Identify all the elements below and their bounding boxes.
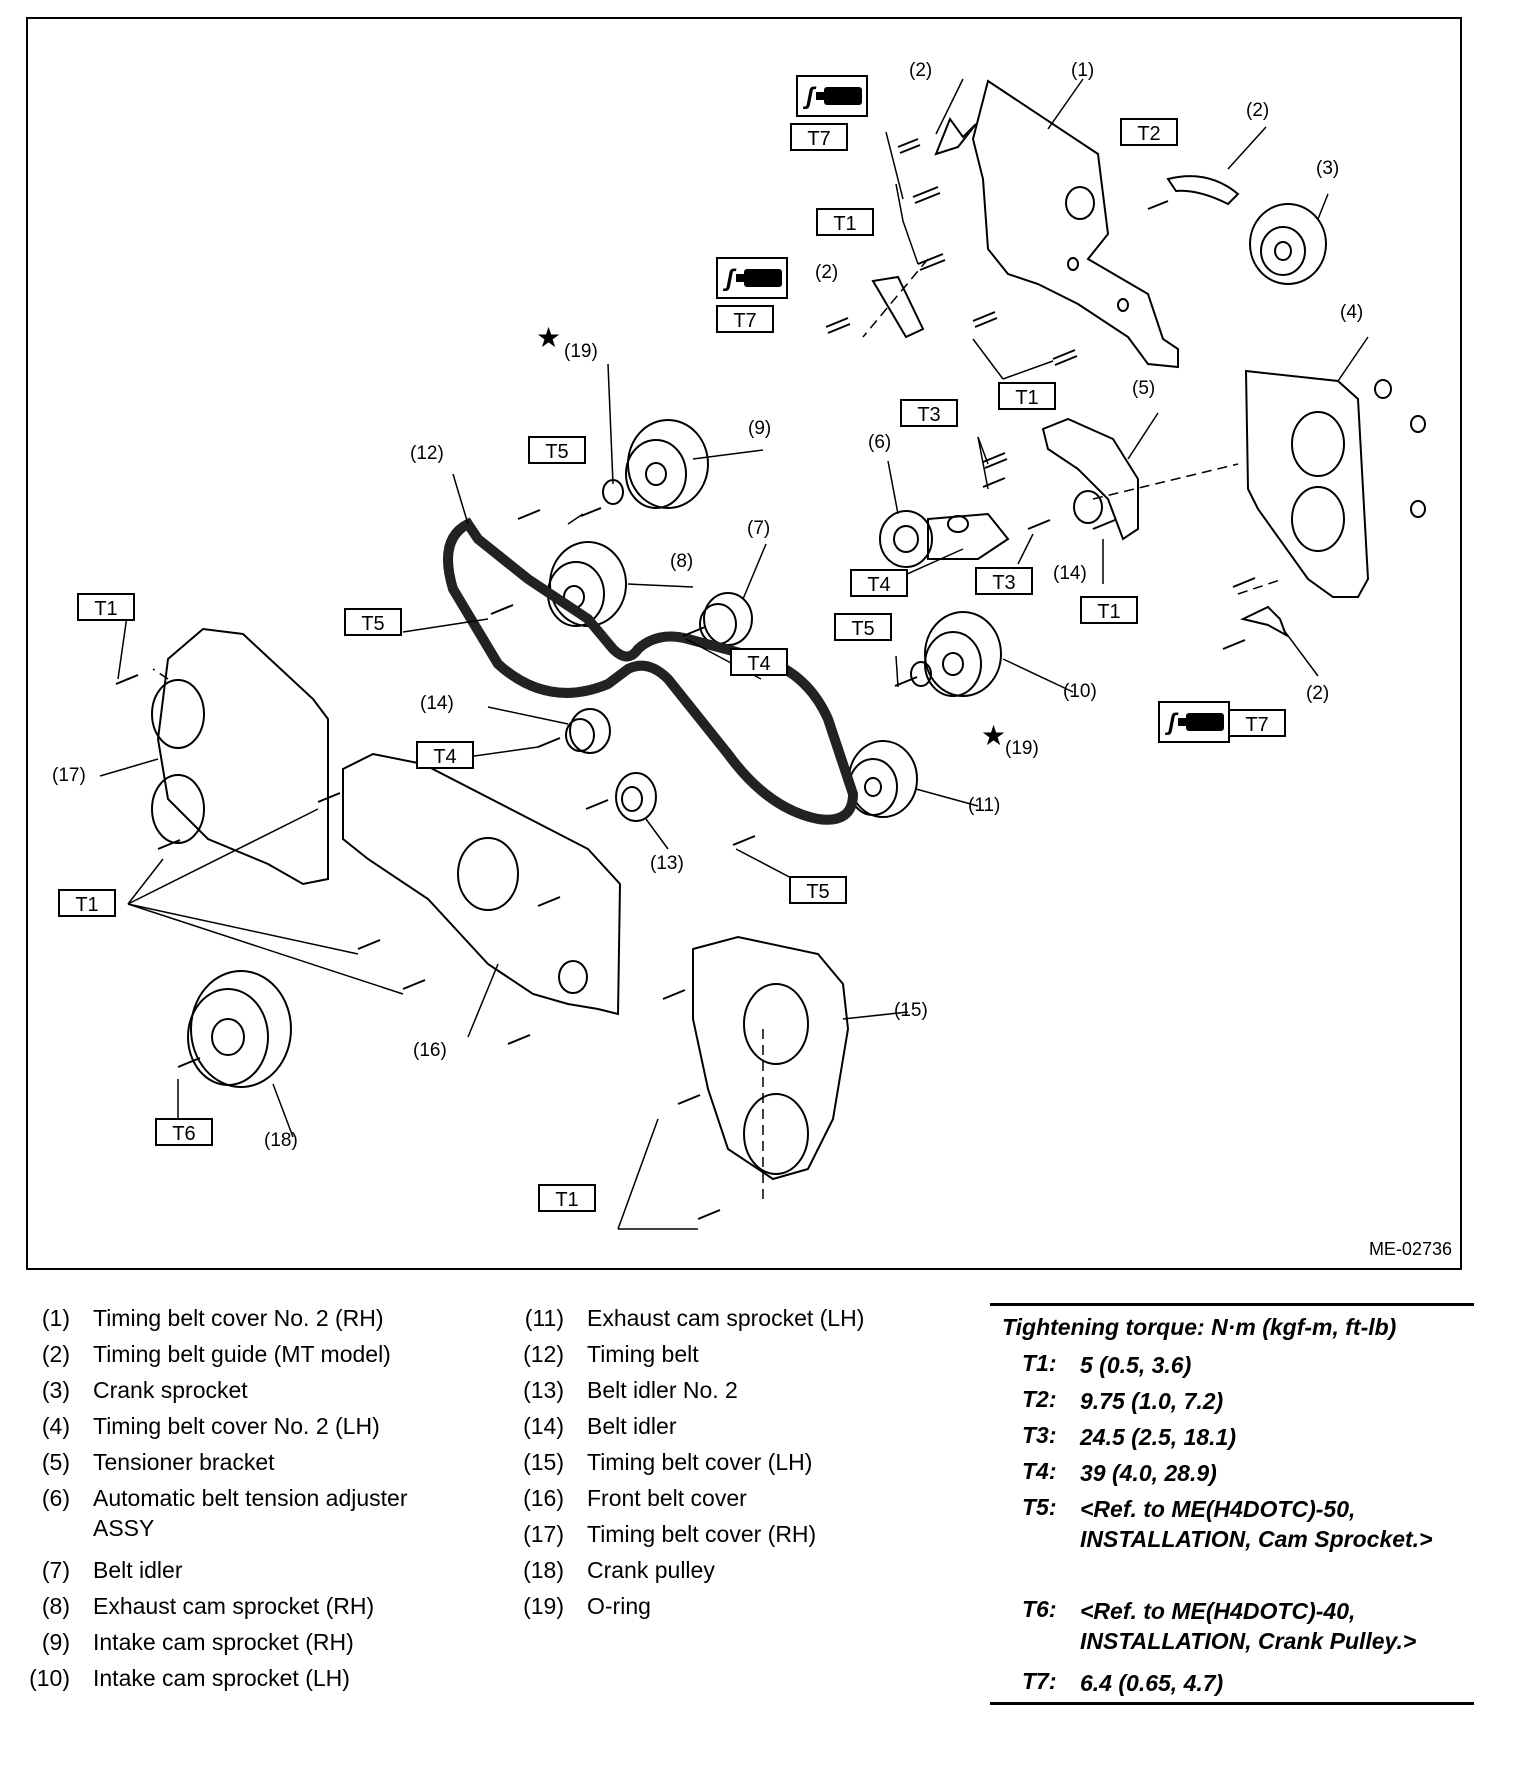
legend-item: (17)Timing belt cover (RH) (523, 1521, 817, 1547)
belt-cover-rh-shape (156, 627, 329, 886)
callout-14-left: (14) (420, 693, 454, 714)
belt-cover-no2-lh-shape (1244, 369, 1370, 598)
callout-10: (10) (1063, 681, 1097, 702)
legend-item: (10)Intake cam sprocket (LH) (29, 1665, 350, 1691)
callout-4: (4) (1340, 302, 1364, 323)
torque-box-t4-left: T4 (416, 741, 474, 769)
auto-tensioner-shape (879, 510, 1010, 568)
torque-box-t1-right: T1 (1080, 596, 1138, 624)
legend-item: (7)Belt idler (41, 1557, 183, 1583)
callout-17: (17) (52, 765, 86, 786)
callout-18: (18) (264, 1130, 298, 1151)
legend-item: (3)Crank sprocket (41, 1377, 248, 1403)
callout-1: (1) (1071, 60, 1095, 81)
callout-16: (16) (413, 1040, 447, 1061)
legend-item: (4)Timing belt cover No. 2 (LH) (41, 1413, 380, 1439)
legend-left: (1)Timing belt cover No. 2 (RH) (2)Timin… (20, 1300, 490, 1696)
torque-box-t1-upper-right: T1 (998, 382, 1056, 410)
torque-box-t1-left: T1 (77, 593, 135, 621)
torque-box-t3-lower: T3 (975, 567, 1033, 595)
tensioner-bracket-shape (1041, 417, 1139, 541)
callout-11: (11) (968, 795, 1001, 816)
assembly-lines (152, 258, 1284, 1199)
callout-2-lower: (2) (1306, 683, 1330, 704)
callout-3: (3) (1316, 158, 1340, 179)
belt-guide-mid-shape (871, 275, 925, 339)
torque-box-t1-lower-left: T1 (58, 889, 116, 917)
callout-2-right: (2) (1246, 100, 1270, 121)
torque-box-t5-lower: T5 (789, 876, 847, 904)
front-belt-cover-shape (342, 752, 622, 1016)
timing-belt-shape (443, 517, 859, 825)
legend-item: (11)Exhaust cam sprocket (LH) (524, 1305, 865, 1331)
belt-cover-lh-shape (692, 935, 850, 1181)
bolts (115, 138, 1256, 1220)
legend-item: (15)Timing belt cover (LH) (523, 1449, 813, 1475)
o-ring-lower-shape (910, 661, 932, 687)
legend-item: (16)Front belt cover (523, 1485, 747, 1511)
liquid-gasket-icon: ʃ (716, 257, 788, 299)
intake-cam-sprocket-rh-shape (625, 419, 709, 509)
callout-2-mid: (2) (815, 262, 839, 283)
torque-box-t4-right: T4 (850, 569, 908, 597)
callout-19-lower: (19) (1005, 738, 1039, 759)
callout-12: (12) (410, 443, 444, 464)
callout-8: (8) (670, 551, 694, 572)
belt-idler-14-right-shape (1073, 490, 1103, 524)
liquid-gasket-icon: ʃ (796, 75, 868, 117)
torque-box-t6: T6 (155, 1118, 213, 1146)
callout-7: (7) (747, 518, 771, 539)
legend-item: (18)Crank pulley (523, 1557, 715, 1583)
star-marker-top: ★ (536, 322, 562, 353)
belt-guide-top-shape (934, 116, 977, 156)
torque-box-t5-left: T5 (344, 608, 402, 636)
drawing-id: ME-02736 (1368, 1239, 1452, 1259)
callout-15: (15) (894, 1000, 928, 1021)
legend-item: (6)Automatic belt tension adjuster ASSY (41, 1485, 408, 1541)
callout-14-right: (14) (1053, 563, 1087, 584)
diagram-drawing (99, 78, 1426, 1230)
belt-idler-7-shape (699, 592, 753, 646)
torque-box-t7-mid: T7 (716, 305, 774, 333)
belt-guide-lower-right-shape (1240, 605, 1288, 638)
torque-title: Tightening torque: N·m (kgf-m, ft-lb) (1002, 1314, 1397, 1340)
intake-cam-sprocket-lh-shape (924, 611, 1002, 697)
crank-pulley-shape (187, 970, 292, 1088)
legend-item: (13)Belt idler No. 2 (523, 1377, 738, 1403)
callout-9: (9) (748, 418, 772, 439)
liquid-gasket-icon: ʃ (1158, 701, 1230, 743)
belt-cover-no2-rh-shape (971, 79, 1179, 369)
callout-6: (6) (868, 432, 892, 453)
legend-middle: (11)Exhaust cam sprocket (LH) (12)Timing… (514, 1300, 954, 1624)
belt-idler-no2-shape (615, 772, 657, 822)
callout-13: (13) (650, 853, 684, 874)
torque-box-t7-right: T7 (1228, 709, 1286, 737)
torque-box-t5-top: T5 (528, 436, 586, 464)
belt-guide-right-shape (1166, 175, 1240, 206)
torque-box-t5-right: T5 (834, 613, 892, 641)
legend-item: (14)Belt idler (523, 1413, 677, 1439)
exhaust-cam-sprocket-lh-shape (848, 740, 918, 818)
crank-sprocket-shape (1249, 203, 1327, 285)
torque-box-t4-mid: T4 (730, 648, 788, 676)
legend-item: (1)Timing belt cover No. 2 (RH) (41, 1305, 384, 1331)
torque-box-t2: T2 (1120, 118, 1178, 146)
legend-item: (12)Timing belt (523, 1341, 699, 1367)
torque-box-t1-top: T1 (816, 208, 874, 236)
callout-19-top: (19) (564, 341, 598, 362)
legend-item: (8)Exhaust cam sprocket (RH) (41, 1593, 375, 1619)
belt-idler-14-shape (565, 708, 611, 754)
legend-item: (9)Intake cam sprocket (RH) (41, 1629, 354, 1655)
legend-item: (19)O-ring (523, 1593, 651, 1619)
torque-box-t3-top: T3 (900, 399, 958, 427)
torque-table: Tightening torque: N·m (kgf-m, ft-lb) T1… (990, 1303, 1474, 1705)
callout-2-top: (2) (909, 60, 933, 81)
torque-box-t1-bottom: T1 (538, 1184, 596, 1212)
callout-5: (5) (1132, 378, 1156, 399)
star-marker-lower: ★ (981, 720, 1007, 751)
legend-item: (5)Tensioner bracket (41, 1449, 275, 1475)
legend-item: (2)Timing belt guide (MT model) (41, 1341, 391, 1367)
exploded-diagram: (2) (1) (2) (3) (2) (4) (5) (6) (7) (8) … (26, 17, 1462, 1270)
torque-box-t7-top: T7 (790, 123, 848, 151)
